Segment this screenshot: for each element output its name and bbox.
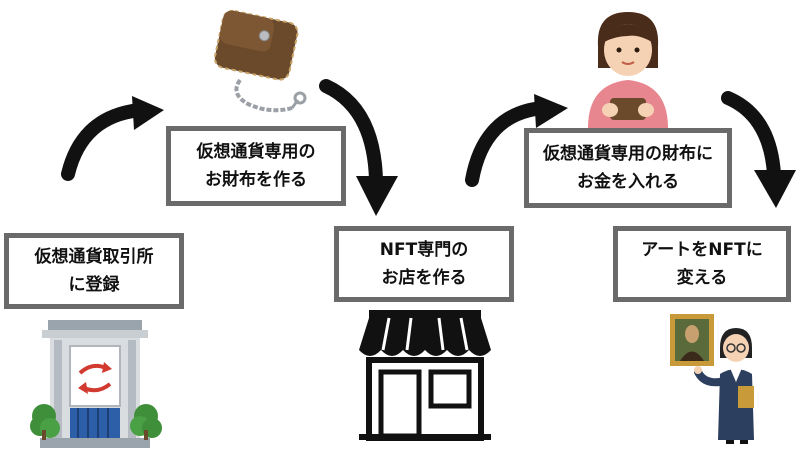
step-4-line-1: 仮想通貨専用の財布に [543,144,713,164]
step-1-line-2: に登録 [68,275,120,295]
woman-wallet-icon [588,12,668,128]
curved-arrow-icon [721,91,796,208]
step-1-line-1: 仮想通貨取引所 [34,247,154,267]
step-box-fund-wallet: 仮想通貨専用の財布に お金を入れる [524,128,732,208]
shop-icon [359,310,491,441]
woman-artwork-icon [670,314,754,444]
step-box-mint-nft: アートをNFTに 変える [613,226,791,302]
exchange-building-icon [30,320,162,448]
curved-arrow-icon [61,96,164,181]
step-3-line-1: NFT専門の [379,240,469,260]
step-box-create-nft-shop: NFT専門の お店を作る [334,226,514,302]
step-2-line-2: お財布を作る [205,170,307,190]
wallet-chain-icon [213,9,307,113]
curved-arrow-icon [319,79,398,216]
step-5-line-2: 変える [676,268,728,288]
step-3-line-2: お店を作る [381,268,467,288]
step-5-line-1: アートをNFTに [641,240,763,260]
curved-arrow-icon [465,94,568,187]
step-4-line-2: お金を入れる [577,172,679,192]
step-2-line-1: 仮想通貨専用の [196,142,316,162]
step-box-create-wallet: 仮想通貨専用の お財布を作る [166,126,346,206]
step-box-register-exchange: 仮想通貨取引所 に登録 [4,233,184,309]
